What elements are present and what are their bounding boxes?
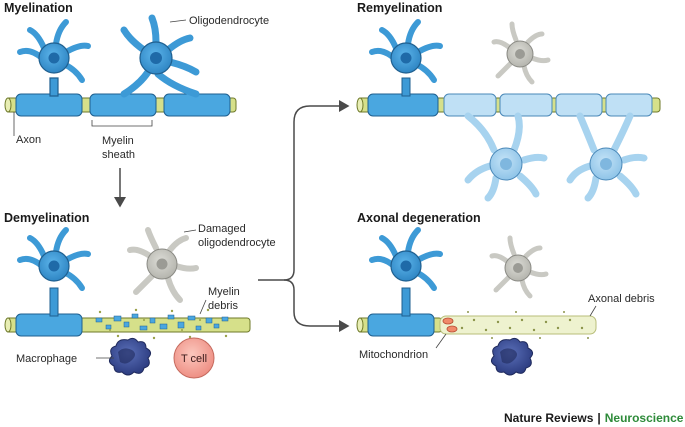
label-macrophage: Macrophage (16, 353, 77, 365)
arrow-branch (258, 100, 350, 332)
brand-journal: Nature Reviews| Neuroscience (504, 411, 684, 425)
oligodendrocyte-cell-5 (369, 227, 443, 317)
damaged-oligodendrocyte-cell-2 (491, 21, 551, 85)
label-myelin-debris-line2: debris (208, 300, 238, 312)
title-remyelination: Remyelination (357, 1, 442, 15)
new-oligodendrocyte-cell-2 (566, 112, 648, 202)
label-damaged-line2: oligodendrocyte (198, 237, 276, 249)
label-damaged-line1: Damaged (198, 223, 246, 235)
title-myelination: Myelination (4, 1, 73, 15)
oligodendrocyte-cell-2 (120, 14, 200, 98)
title-demyelination: Demyelination (4, 211, 89, 225)
label-t-cell: T cell (181, 353, 207, 365)
label-myelin-sheath-line1: Myelin (102, 135, 134, 147)
label-axon: Axon (16, 134, 41, 146)
brand-journal-name: Nature Reviews (504, 411, 594, 425)
title-axonal-degeneration: Axonal degeneration (357, 211, 481, 225)
t-cell (173, 337, 215, 379)
label-myelin-sheath-line2: sheath (102, 149, 135, 161)
label-mitochondrion: Mitochondrion (359, 349, 428, 361)
axon-remyelination (356, 93, 661, 117)
damaged-oligodendrocyte-cell (127, 227, 199, 303)
axon-degenerating (356, 311, 597, 339)
oligodendrocyte-cell-3 (17, 227, 91, 317)
label-oligodendrocyte: Oligodendrocyte (189, 15, 269, 27)
myelin-segments-myelination (15, 93, 231, 117)
label-axonal-debris: Axonal debris (588, 293, 655, 305)
damaged-oligodendrocyte-cell-3 (489, 235, 549, 299)
macrophage-cell (108, 337, 152, 376)
oligodendrocyte-cell (17, 19, 91, 97)
brand-separator: | (597, 411, 600, 425)
brand-section: Neuroscience (605, 411, 684, 425)
new-oligodendrocyte-cell-1 (464, 112, 548, 202)
mitochondria (442, 317, 458, 333)
macrophage-cell-2 (490, 337, 534, 376)
myelin-debris (95, 308, 229, 340)
oligodendrocyte-cell-4 (369, 19, 443, 97)
label-myelin-debris-line1: Myelin (208, 286, 240, 298)
